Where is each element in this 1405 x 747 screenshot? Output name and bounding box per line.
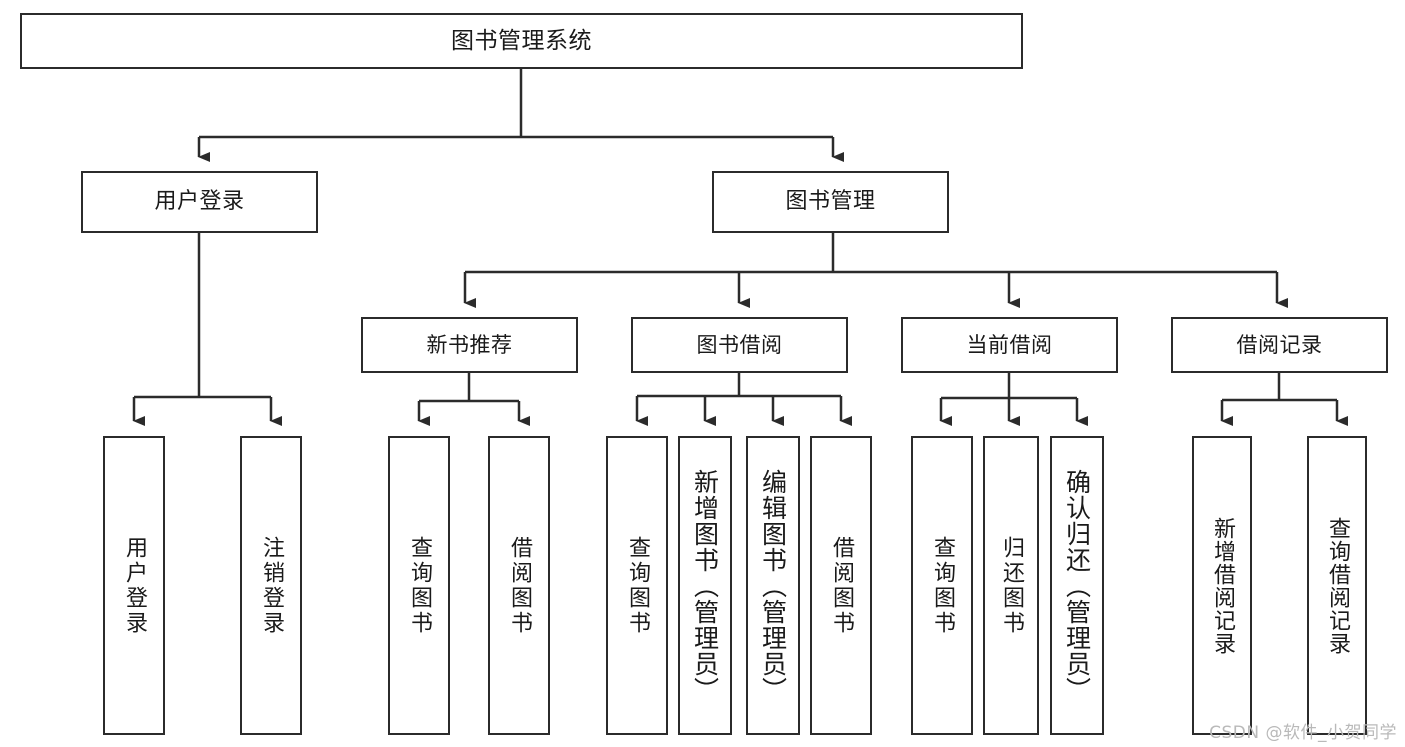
node-borrow-record[interactable]: 借阅记录: [1171, 317, 1388, 373]
csdn-watermark: CSDN @软件_小贺同学: [1209, 723, 1397, 743]
node-root-book-management-system[interactable]: 图书管理系统: [20, 13, 1023, 69]
node-book-borrow[interactable]: 图书借阅: [631, 317, 848, 373]
node-label: 图书管理: [785, 189, 876, 215]
node-label: 归还图书: [999, 535, 1024, 636]
node-label: 借阅图书: [829, 535, 854, 636]
leaf-current-borrow-confirm-return-admin[interactable]: 确认归还（管理员）: [1050, 436, 1104, 735]
leaf-book-borrow-query-book[interactable]: 查询图书: [606, 436, 668, 735]
leaf-borrow-record-add-record[interactable]: 新增借阅记录: [1192, 436, 1252, 735]
node-book-management[interactable]: 图书管理: [712, 171, 949, 233]
node-label: 用户登录: [122, 535, 147, 636]
leaf-book-borrow-add-book-admin[interactable]: 新增图书（管理员）: [678, 436, 732, 735]
node-label: 注销登录: [259, 535, 284, 636]
leaf-book-borrow-borrow-book[interactable]: 借阅图书: [810, 436, 872, 735]
node-label: 借阅记录: [1236, 332, 1323, 357]
node-new-book-recommend[interactable]: 新书推荐: [361, 317, 578, 373]
leaf-user-login-logout[interactable]: 注销登录: [240, 436, 302, 735]
node-label: 新增图书（管理员）: [690, 468, 720, 703]
leaf-new-book-borrow-book[interactable]: 借阅图书: [488, 436, 550, 735]
node-current-borrow[interactable]: 当前借阅: [901, 317, 1118, 373]
node-label: 新增借阅记录: [1210, 516, 1235, 655]
node-label: 查询借阅记录: [1325, 516, 1350, 655]
node-label: 查询图书: [625, 535, 650, 636]
node-label: 当前借阅: [966, 332, 1053, 357]
leaf-current-borrow-return-book[interactable]: 归还图书: [983, 436, 1039, 735]
leaf-new-book-query-book[interactable]: 查询图书: [388, 436, 450, 735]
node-label: 新书推荐: [426, 332, 513, 357]
node-label: 查询图书: [407, 535, 432, 636]
leaf-borrow-record-query-record[interactable]: 查询借阅记录: [1307, 436, 1367, 735]
node-label: 借阅图书: [507, 535, 532, 636]
leaf-book-borrow-edit-book-admin[interactable]: 编辑图书（管理员）: [746, 436, 800, 735]
node-label: 编辑图书（管理员）: [758, 468, 788, 703]
node-label: 用户登录: [154, 189, 245, 215]
node-label: 确认归还（管理员）: [1062, 468, 1092, 703]
node-user-login[interactable]: 用户登录: [81, 171, 318, 233]
node-label: 图书借阅: [696, 332, 783, 357]
node-label: 查询图书: [930, 535, 955, 636]
leaf-user-login-login[interactable]: 用户登录: [103, 436, 165, 735]
leaf-current-borrow-query-book[interactable]: 查询图书: [911, 436, 973, 735]
node-label: 图书管理系统: [451, 27, 592, 54]
